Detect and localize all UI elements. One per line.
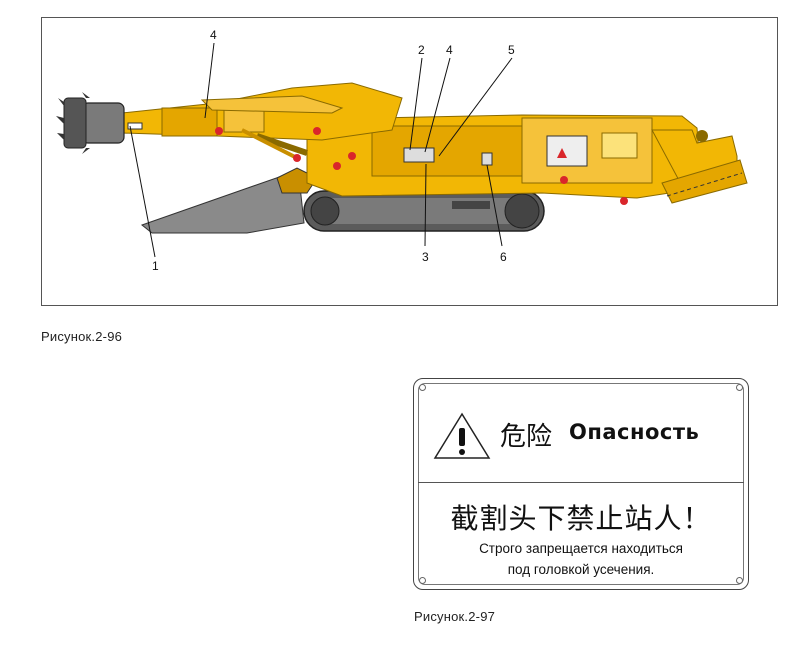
boom-label-plate [127,122,143,130]
callout-4-center: 4 [446,43,453,57]
callout-2: 2 [418,43,425,57]
control-panel-6 [481,152,493,166]
sign-inner-border [418,383,744,585]
rear-conveyor [651,129,748,204]
callout-6: 6 [500,250,507,264]
cutting-boom [121,82,403,160]
screw-icon [419,384,426,391]
warning-text-ru-line2: под головкой усечения. [507,562,655,577]
danger-title-cn: 危险 [500,422,553,452]
screw-icon [736,384,743,391]
figure-caption-97: Рисунок.2-97 [414,609,496,624]
warning-text-cn: 截割头下禁止站人！ [450,502,712,535]
callout-4-top-left: 4 [210,28,217,42]
danger-sign: 危险 Опасность 截割头下禁止站人！ Строго запрещаетс… [413,378,749,590]
callout-3: 3 [422,250,429,264]
red-markers [215,127,628,205]
callout-1: 1 [152,259,159,273]
operator-panel [546,135,588,167]
sign-divider [418,482,744,483]
danger-title-ru: Опасность [569,420,700,444]
leader-lines [129,42,513,258]
warning-text-ru-line1: Строго запрещается находиться [479,541,683,556]
screw-icon [736,577,743,584]
screw-icon [419,577,426,584]
callout-5: 5 [508,43,515,57]
control-panel-2 [403,147,435,163]
crawler-track [303,190,545,232]
warning-triangle-icon [433,412,491,459]
figure-caption-96: Рисунок.2-96 [41,329,123,344]
main-body [306,114,703,199]
cutting-head [56,92,125,154]
roadheader-illustration: 1 4 2 4 5 3 6 [56,28,748,273]
machine-figure: 1 4 2 4 5 3 6 [41,17,778,306]
